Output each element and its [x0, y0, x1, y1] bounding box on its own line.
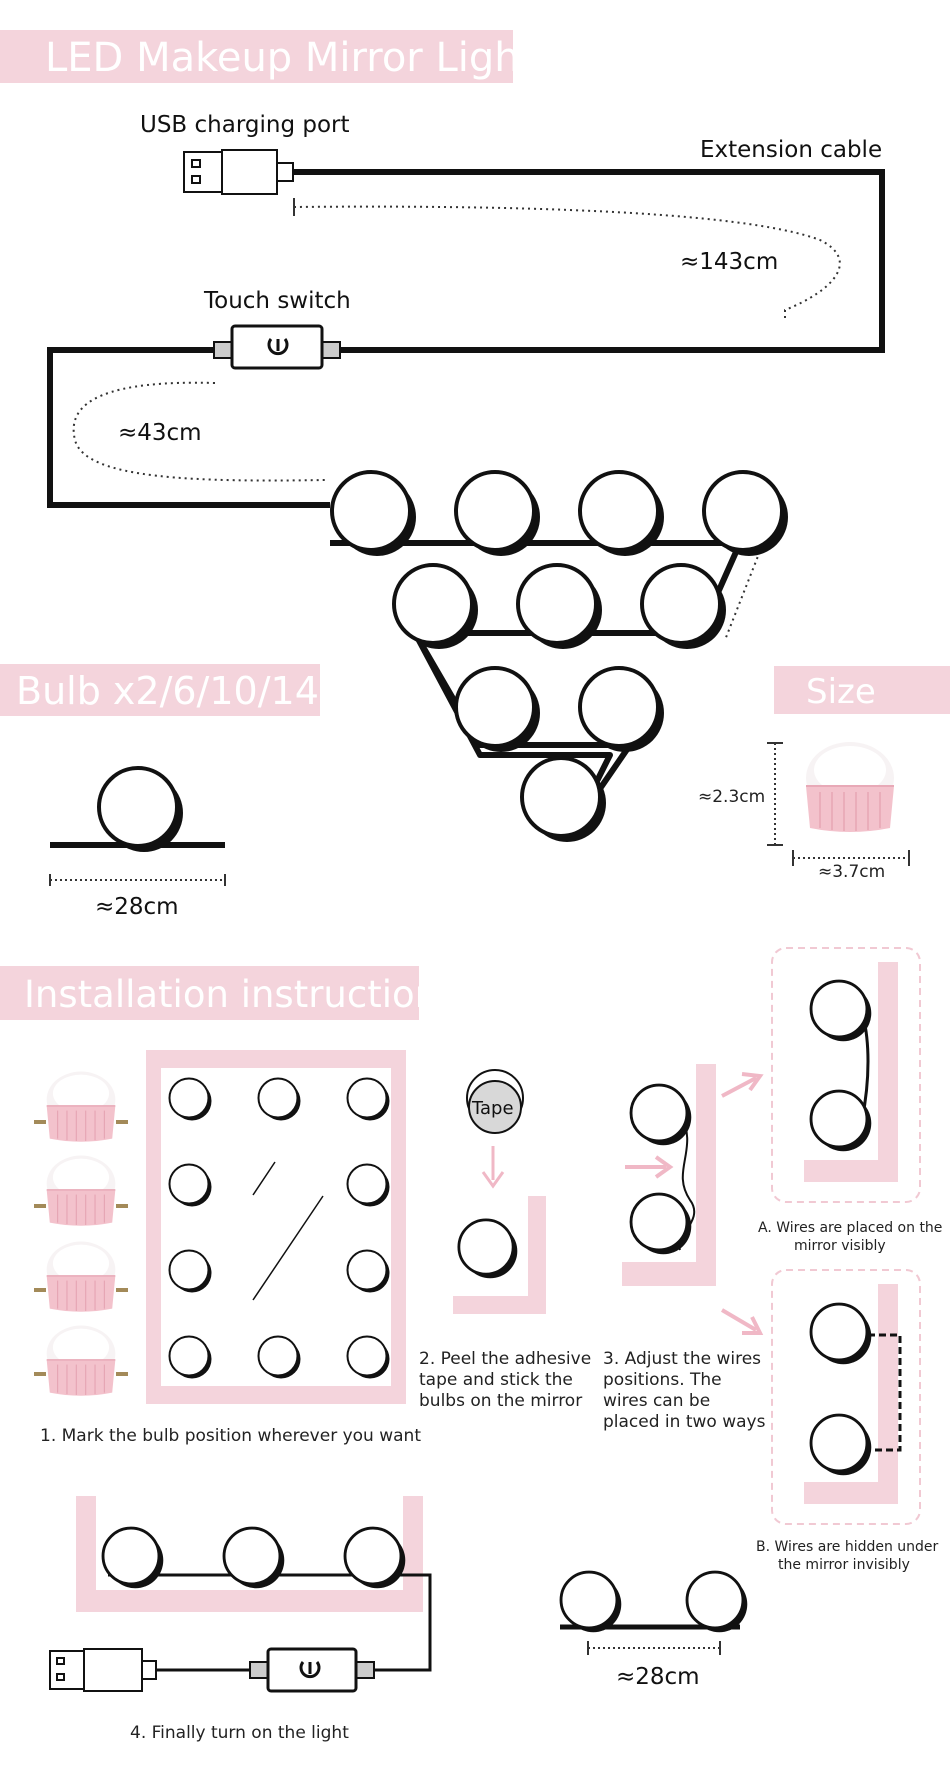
- svg-text:3. Adjust the wires: 3. Adjust the wires: [603, 1349, 761, 1369]
- svg-text:mirror visibly: mirror visibly: [794, 1238, 886, 1254]
- length-43-label: ≈43cm: [118, 420, 202, 446]
- extension-cable: [293, 169, 885, 353]
- install-title-banner: Installation instruction: [0, 966, 438, 1020]
- install-title: Installation instruction: [24, 973, 438, 1016]
- led-title: LED Makeup Mirror Light: [45, 35, 535, 81]
- step1-caption: 1. Mark the bulb position wherever you w…: [40, 1426, 421, 1446]
- bulb-title-banner: Bulb x2/6/10/14: [0, 664, 320, 716]
- bottom-spacing-label: ≈28cm: [616, 1664, 700, 1690]
- extension-cable-label: Extension cable: [700, 137, 882, 163]
- touch-switch-label: Touch switch: [203, 288, 351, 314]
- step4-diagram: [49, 1496, 432, 1693]
- svg-text:placed in two ways: placed in two ways: [603, 1412, 766, 1432]
- svg-text:A. Wires are placed on the: A. Wires are placed on the: [758, 1220, 942, 1236]
- measure-43-line: [72, 381, 326, 482]
- size-title-banner: Size: [774, 666, 950, 714]
- step3-wires: [622, 1064, 764, 1335]
- option-b-caption: B. Wires are hidden under the mirror inv…: [756, 1539, 939, 1573]
- svg-text:the mirror invisibly: the mirror invisibly: [778, 1557, 910, 1573]
- touch-switch-icon: [213, 324, 341, 370]
- switch-to-bulbs-cable: [47, 347, 330, 508]
- step2-tape: Tape: [453, 1069, 546, 1314]
- usb-plug-icon: [183, 149, 294, 195]
- bulb-spacing-label: ≈28cm: [95, 894, 179, 920]
- option-b-diagram: [771, 1269, 921, 1525]
- length-143-label: ≈143cm: [680, 249, 778, 275]
- option-a-diagram: [771, 947, 921, 1203]
- led-title-banner: LED Makeup Mirror Light: [0, 30, 535, 83]
- svg-text:bulbs on the mirror: bulbs on the mirror: [419, 1391, 582, 1411]
- svg-text:B. Wires are hidden under: B. Wires are hidden under: [756, 1539, 939, 1555]
- bulb-title: Bulb x2/6/10/14: [16, 669, 319, 713]
- bottom-bulb-pair: ≈28cm: [559, 1570, 749, 1690]
- size-diagram: ≈2.3cm ≈3.7cm: [698, 740, 910, 882]
- step4-caption: 4. Finally turn on the light: [130, 1723, 349, 1743]
- svg-text:tape and stick the: tape and stick the: [419, 1370, 573, 1390]
- step2-caption: 2. Peel the adhesive tape and stick the …: [419, 1349, 591, 1411]
- usb-port-label: USB charging port: [140, 112, 350, 138]
- step1-mirror: [146, 1050, 406, 1404]
- size-width-label: ≈3.7cm: [818, 862, 885, 882]
- option-a-caption: A. Wires are placed on the mirror visibl…: [758, 1220, 942, 1254]
- tape-icon: Tape: [471, 1098, 514, 1119]
- step3-caption: 3. Adjust the wires positions. The wires…: [603, 1349, 766, 1432]
- size-height-label: ≈2.3cm: [698, 787, 765, 807]
- measure-143-line: [293, 205, 841, 320]
- size-title: Size: [806, 672, 876, 712]
- step1-product-bulbs: [34, 1070, 128, 1397]
- svg-text:wires can be: wires can be: [603, 1391, 710, 1411]
- svg-text:positions. The: positions. The: [603, 1370, 722, 1390]
- svg-text:2. Peel the adhesive: 2. Peel the adhesive: [419, 1349, 591, 1369]
- bulb-string-diagram: [330, 470, 790, 844]
- single-bulb-diagram: ≈28cm: [49, 766, 226, 920]
